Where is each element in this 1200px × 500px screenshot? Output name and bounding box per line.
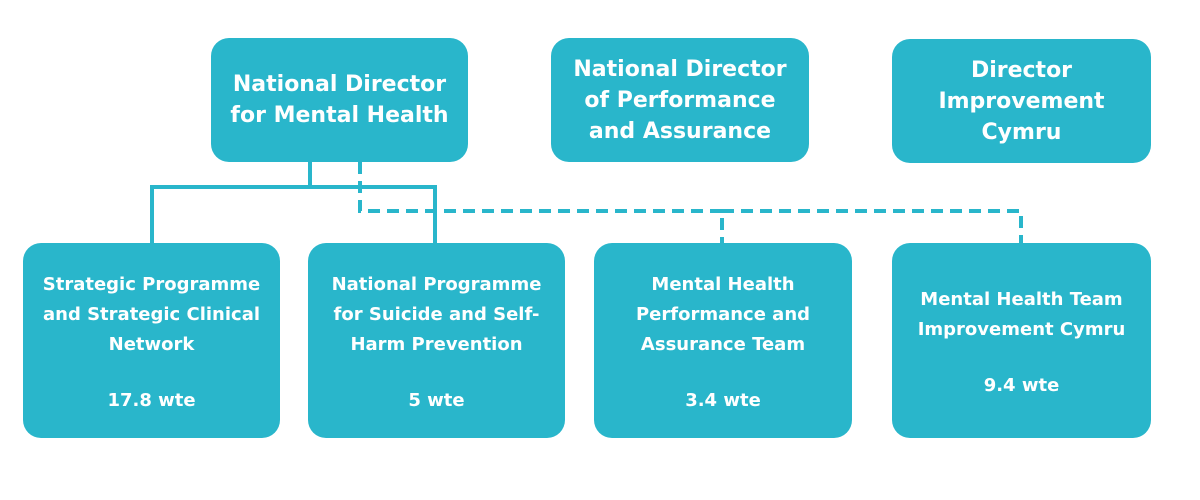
strategic-programme-box: Strategic Programme and Strategic Clinic…	[23, 243, 280, 438]
box-title-line: National Programme	[331, 274, 542, 295]
box-title-line: National Director	[232, 72, 447, 97]
box-title-line: for Suicide and Self-	[333, 304, 540, 325]
box-title-line: Mental Health Team	[920, 289, 1123, 310]
box-title-line: and Assurance	[588, 118, 772, 144]
national-director-performance-assurance-box: National Director of Performance and Ass…	[551, 38, 809, 162]
mental-health-team-improvement-cymru-box: Mental Health Team Improvement Cymru 9.4…	[892, 243, 1151, 438]
mental-health-performance-assurance-team-box: Mental Health Performance and Assurance …	[594, 243, 852, 438]
wte-value: 5 wte	[408, 390, 465, 411]
box-title-line: for Mental Health	[230, 103, 449, 128]
box-title-line: Assurance Team	[640, 334, 806, 355]
wte-value: 9.4 wte	[983, 375, 1060, 396]
box-title-line: Improvement Cymru	[917, 319, 1126, 340]
solid-connector-suicide	[310, 185, 437, 243]
box-title-line: Performance and	[635, 304, 811, 325]
box-title-line: Director	[970, 57, 1073, 83]
box-title-line: Cymru	[981, 119, 1062, 145]
suicide-self-harm-prevention-box: National Programme for Suicide and Self-…	[308, 243, 565, 438]
solid-connector-strategic	[150, 162, 312, 243]
box-title-line: of Performance	[584, 87, 776, 113]
wte-value: 17.8 wte	[107, 390, 196, 411]
dashed-connector-performance	[358, 162, 724, 243]
wte-value: 3.4 wte	[685, 390, 761, 411]
box-title-line: and Strategic Clinical	[42, 304, 261, 325]
national-director-mental-health-box: National Director for Mental Health	[211, 38, 468, 162]
box-title-line: Strategic Programme	[42, 274, 261, 295]
dashed-connector-improvement	[722, 209, 1023, 243]
director-improvement-cymru-box: Director Improvement Cymru	[892, 39, 1151, 163]
box-title-line: Mental Health	[651, 274, 795, 295]
box-title-line: Network	[108, 334, 195, 355]
box-title-line: Improvement	[938, 88, 1105, 114]
box-title-line: National Director	[573, 56, 787, 82]
box-title-line: Harm Prevention	[350, 334, 523, 355]
